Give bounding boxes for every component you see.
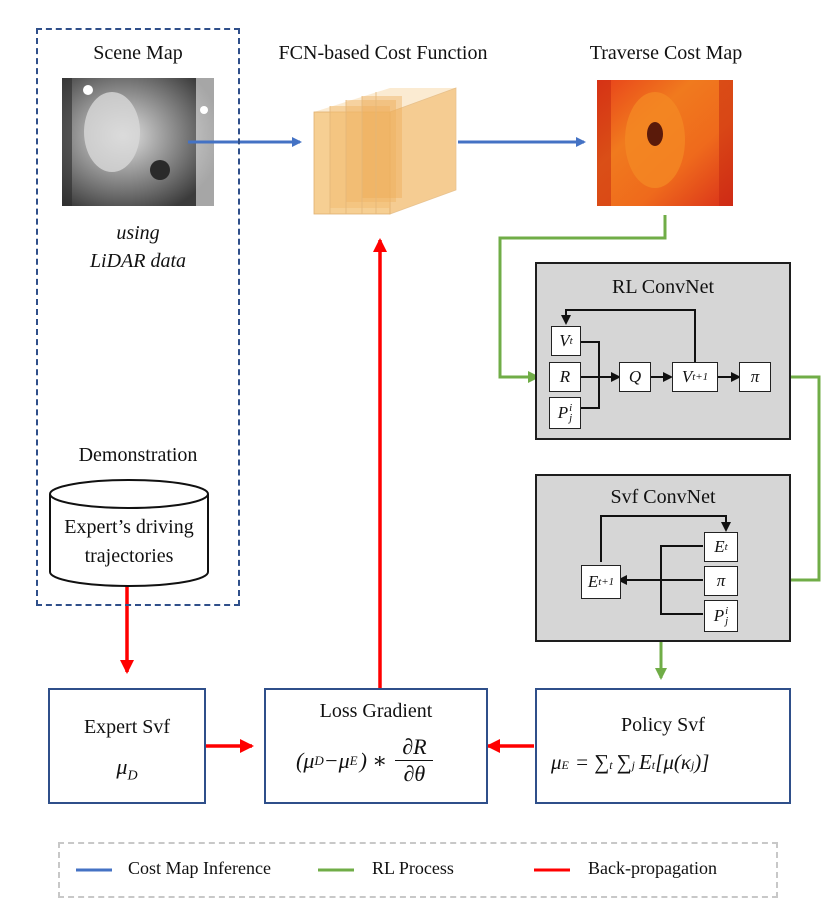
fcn-layers-image [313,87,457,215]
scene-note-line1: using [116,222,160,244]
loss-gradient-title: Loss Gradient [319,700,433,722]
expert-svf-title: Expert Svf [83,716,171,738]
expert-svf-box: Expert Svf μD [48,688,206,804]
rl-node-pi: π [739,362,771,392]
fcn-title: FCN-based Cost Function [278,42,488,64]
cost-map-title: Traverse Cost Map [589,42,743,64]
rl-node-q: Q [619,362,651,392]
policy-svf-title: Policy Svf [621,714,705,736]
arrow-costmap-to-rl [498,215,667,383]
traverse-cost-map-image [597,80,733,206]
demonstration-label: Demonstration [78,444,198,466]
legend-label-back-propagation: Back-propagation [588,858,717,878]
legend-label-rl-process: RL Process [372,858,454,878]
scene-map-title: Scene Map [93,42,183,64]
expert-svf-formula: μD [116,754,138,784]
trajectory-database-icon [49,479,209,587]
rl-convnet-title: RL ConvNet [611,276,715,298]
svf-internal-wiring [600,515,731,615]
scene-note-line2: LiDAR data [89,250,187,272]
rl-internal-wiring [561,309,741,409]
svf-convnet-title: Svf ConvNet [610,486,716,508]
rl-node-r: R [549,362,581,392]
legend-box [58,842,778,898]
database-text-line1: Expert’s driving [64,516,194,538]
svf-node-pi: π [704,566,738,596]
scene-frame [36,28,240,606]
database-text-line2: trajectories [84,545,174,567]
legend-label-cost-map: Cost Map Inference [128,858,271,878]
